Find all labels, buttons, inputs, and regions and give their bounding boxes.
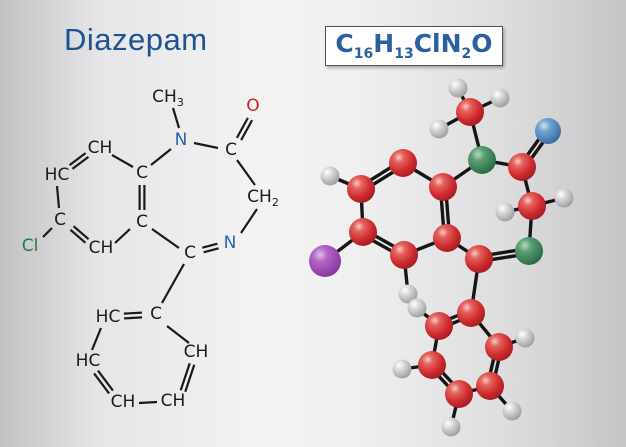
- h-atom-sphere: [490, 88, 510, 108]
- h-atom-sphere: [392, 359, 412, 379]
- c-atom-sphere: [518, 192, 546, 220]
- atom-label: N: [175, 130, 188, 150]
- cl-atom-sphere: [309, 245, 341, 277]
- formula-segment: 13: [394, 46, 414, 62]
- h-atom-sphere: [407, 298, 427, 318]
- atom-label: CH: [161, 391, 186, 411]
- atom-label: CH: [89, 238, 114, 258]
- atom-label: HC: [45, 165, 70, 185]
- h-atom-sphere: [448, 78, 468, 98]
- atom-label: CH: [111, 392, 136, 412]
- page-title: Diazepam: [64, 22, 208, 57]
- atom-label: HC: [76, 351, 101, 371]
- c-atom-sphere: [418, 351, 446, 379]
- atom-label: N: [224, 233, 237, 253]
- c-atom-sphere: [389, 149, 417, 177]
- formula-segment: 2: [461, 46, 472, 62]
- c-atom-sphere: [349, 218, 377, 246]
- c-atom-sphere: [390, 241, 418, 269]
- atom-label: CH3: [152, 87, 184, 109]
- formula-segment: O: [471, 29, 493, 58]
- h-atom-sphere: [495, 202, 515, 222]
- molecular-formula-box: C16H13ClN2O: [325, 26, 503, 66]
- c-atom-sphere: [476, 372, 504, 400]
- atom-label: C: [136, 212, 148, 232]
- atom-label: CH: [88, 138, 113, 158]
- h-atom-sphere: [320, 166, 340, 186]
- atom-label: C: [184, 243, 196, 263]
- atom-label: C: [54, 210, 66, 230]
- o-atom-sphere: [535, 118, 561, 144]
- c-atom-sphere: [445, 380, 473, 408]
- c-atom-sphere: [425, 312, 453, 340]
- atom-label: CH2: [247, 187, 279, 209]
- formula-segment: 16: [353, 46, 374, 62]
- atom-label: C: [136, 163, 148, 183]
- c-atom-sphere: [508, 153, 536, 181]
- c-atom-sphere: [457, 299, 485, 327]
- h-atom-sphere: [441, 417, 461, 437]
- h-atom-sphere: [398, 284, 418, 304]
- ball-and-stick-model: [309, 78, 574, 437]
- molecular-formula: C16H13ClN2O: [335, 31, 492, 61]
- c-atom-sphere: [429, 173, 457, 201]
- n-atom-sphere: [468, 146, 496, 174]
- atom-label: Cl: [22, 236, 39, 256]
- formula-segment: H: [373, 29, 395, 58]
- atom-label: O: [246, 96, 259, 116]
- formula-segment: C: [335, 29, 354, 58]
- h-atom-sphere: [554, 188, 574, 208]
- c-atom-sphere: [465, 245, 493, 273]
- atom-label: C: [150, 304, 162, 324]
- h-atom-sphere: [429, 119, 449, 139]
- c-atom-sphere: [347, 175, 375, 203]
- h-atom-sphere: [515, 328, 535, 348]
- n-atom-sphere: [515, 237, 543, 265]
- h-atom-sphere: [502, 401, 522, 421]
- c-atom-sphere: [485, 333, 513, 361]
- formula-segment: N: [440, 29, 462, 58]
- atom-label: C: [225, 140, 237, 160]
- formula-segment: Cl: [413, 29, 441, 58]
- c-atom-sphere: [456, 98, 484, 126]
- atom-label: CH: [184, 342, 209, 362]
- c-atom-sphere: [433, 224, 461, 252]
- atom-label: HC: [96, 307, 121, 327]
